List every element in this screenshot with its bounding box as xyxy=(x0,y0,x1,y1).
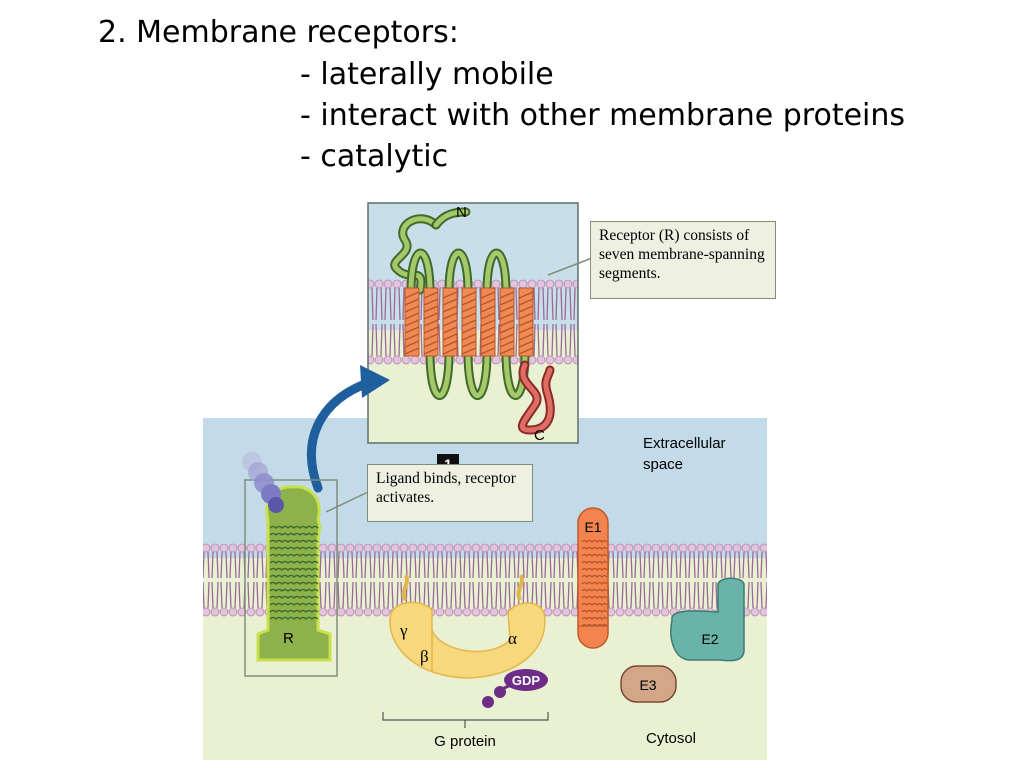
e3-label: E3 xyxy=(639,677,656,693)
inset-border xyxy=(367,202,579,444)
cytosol-label: Cytosol xyxy=(646,730,696,747)
e1-helix-waves xyxy=(578,539,608,628)
step-callout-leader xyxy=(325,491,369,513)
gdp-molecule xyxy=(504,669,548,691)
slide-title: 2. Membrane receptors: xyxy=(98,15,459,50)
effector-e3: E3 xyxy=(620,665,677,703)
bullet-laterally-mobile: - laterally mobile xyxy=(300,57,554,92)
ligand xyxy=(242,452,284,513)
gamma-label: γ xyxy=(399,621,408,640)
inset-callout: Receptor (R) consists of seven membrane-… xyxy=(590,221,776,299)
zoom-arrow xyxy=(307,365,390,493)
c-terminus-tail xyxy=(518,360,555,435)
effector-e2: E2 xyxy=(670,577,745,662)
alpha-label: α xyxy=(508,629,517,648)
bullet-interact-proteins: - interact with other membrane proteins xyxy=(300,98,906,133)
seven-transmembrane-receptor xyxy=(404,248,534,400)
inset-panel: N C xyxy=(367,202,579,444)
g-protein-label: G protein xyxy=(434,733,496,750)
bullet-catalytic: - catalytic xyxy=(300,139,449,174)
c-terminus-label: C xyxy=(534,427,545,444)
n-terminus-label: N xyxy=(456,204,467,221)
receptor-label: R xyxy=(283,630,294,647)
g-protein: γ β α GDP G protein xyxy=(382,574,549,750)
e1-label: E1 xyxy=(584,519,601,535)
receptor-helix-waves xyxy=(269,525,319,620)
effector-e1: E1 xyxy=(577,507,609,649)
extracellular-label-line2: space xyxy=(643,456,683,473)
gdp-label: GDP xyxy=(512,673,541,688)
receptor-highlight-box xyxy=(244,479,338,677)
step-callout: Ligand binds, receptor activates. xyxy=(367,464,533,522)
e2-label: E2 xyxy=(701,631,718,647)
inset-callout-leader xyxy=(547,257,593,276)
beta-label: β xyxy=(420,647,429,666)
extracellular-label-line1: Extracellular xyxy=(643,435,726,452)
